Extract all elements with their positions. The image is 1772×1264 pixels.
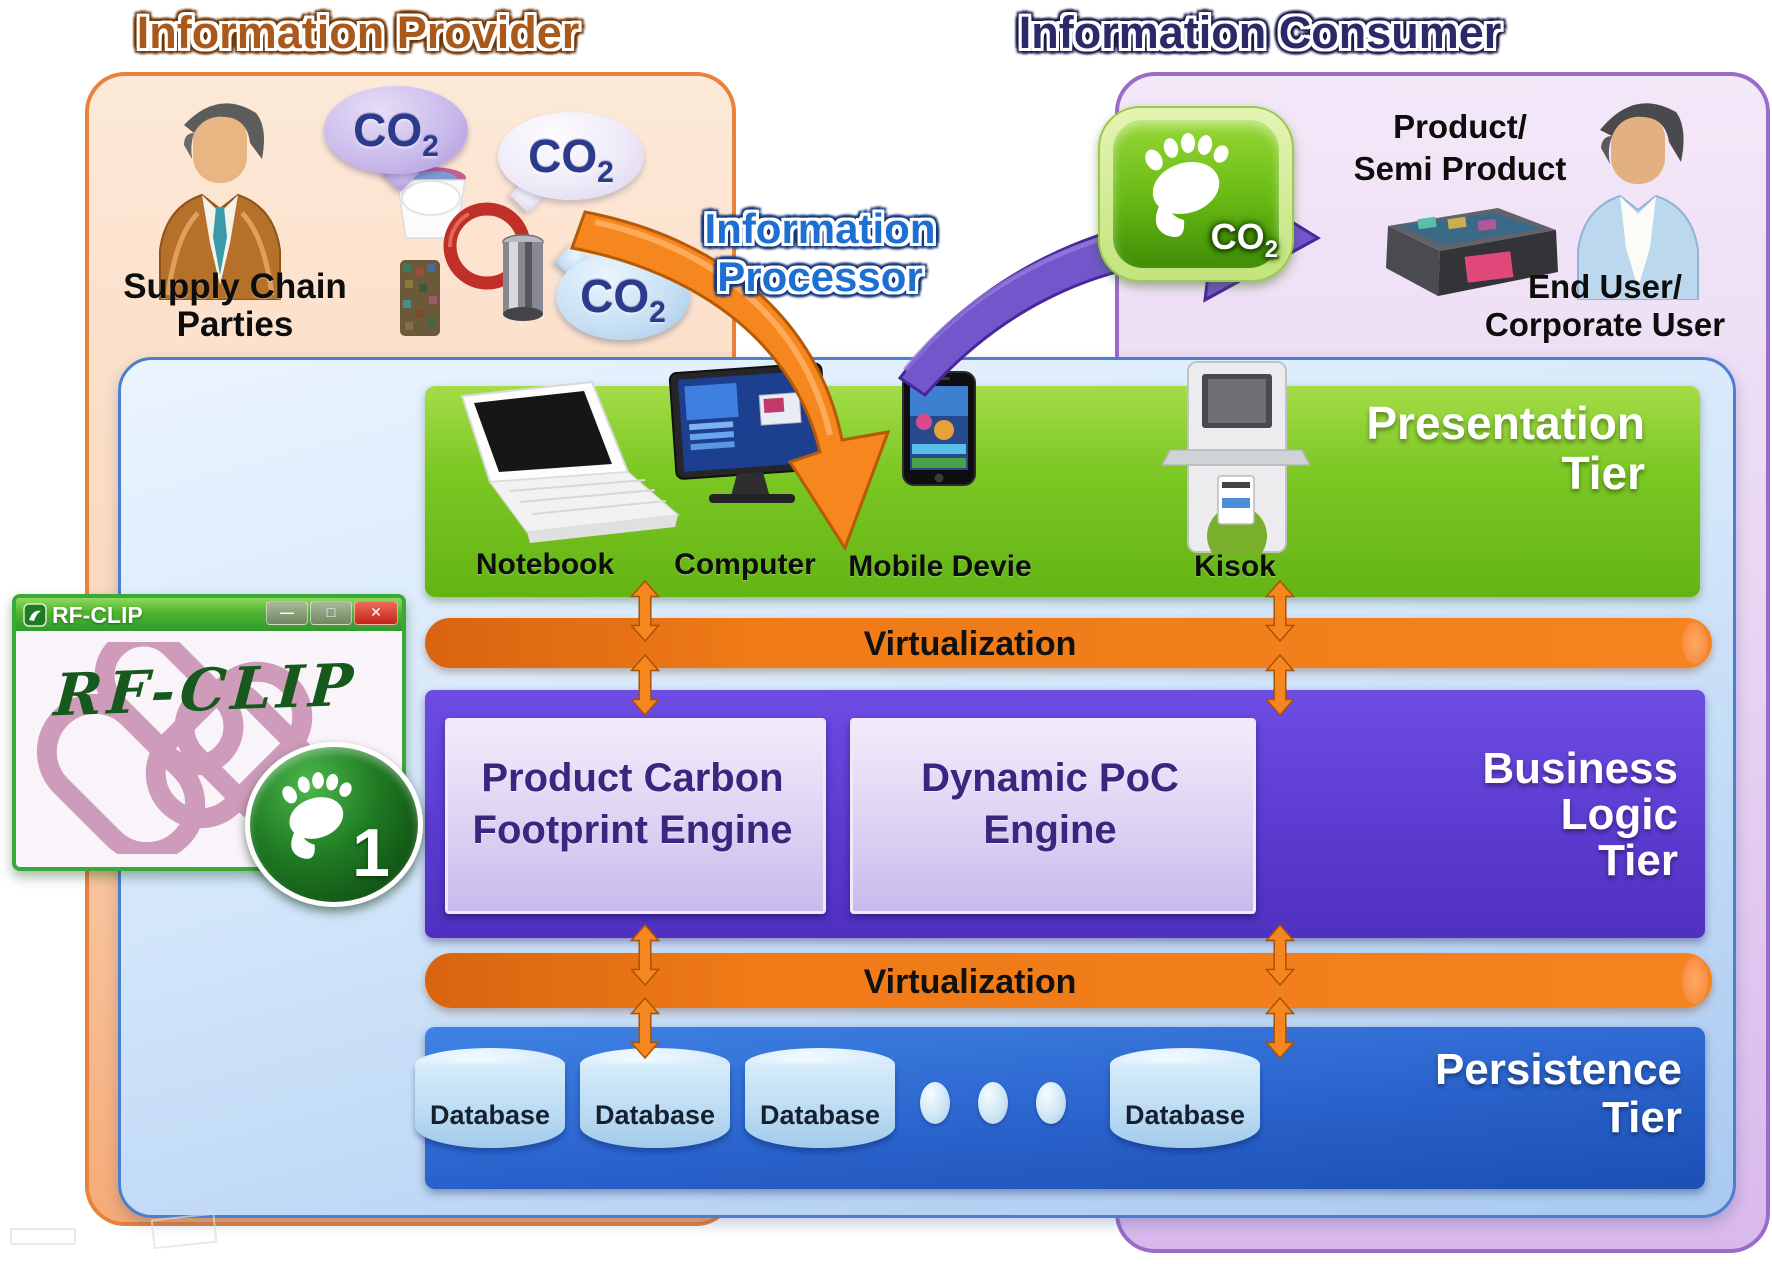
business-line3: Tier	[1598, 836, 1678, 885]
double-arrow-icon	[630, 654, 660, 716]
engine1-line1: Product Carbon	[481, 756, 784, 800]
cylinder-body	[745, 1064, 895, 1148]
badge-number: 1	[352, 815, 390, 891]
supply-chain-parties-label: Supply Chain Parties	[95, 268, 375, 344]
virtualization-label-2: Virtualization	[863, 963, 1077, 1001]
business-logic-tier-label: Business Logic Tier	[1380, 746, 1678, 884]
co2-subscript: 2	[422, 130, 439, 164]
co2-text: CO	[353, 104, 423, 156]
co2-text: CO	[580, 270, 650, 322]
virtualization-label-1: Virtualization	[863, 625, 1077, 663]
supply-chain-line2: Parties	[176, 305, 294, 344]
minimize-button[interactable]: —	[266, 601, 308, 625]
co2-subscript: 2	[597, 156, 614, 190]
supply-chain-person-icon	[159, 103, 281, 300]
close-button[interactable]: ✕	[354, 601, 398, 625]
band-end-cap	[1682, 957, 1708, 1004]
faint-artifact-icon	[10, 1228, 76, 1245]
processor-title-line2: Processor	[717, 253, 923, 300]
co2-subscript: 2	[649, 296, 666, 330]
cylinder-body	[580, 1064, 730, 1148]
database-cylinder: Database	[745, 1048, 895, 1164]
user-label-line2: Corporate User	[1484, 306, 1726, 343]
database-label: Database	[1124, 1100, 1246, 1130]
kiosk-icon	[1160, 361, 1310, 556]
persistence-tier-label: Persistence Tier	[1330, 1046, 1682, 1142]
database-cylinder: Database	[1110, 1048, 1260, 1164]
double-arrow-icon	[630, 997, 660, 1059]
user-label-line1: End User/	[1527, 268, 1683, 305]
band-end-cap	[1682, 622, 1708, 664]
end-user-corporate-user-label: End User/ Corporate User	[1450, 268, 1760, 344]
device-label-notebook: Notebook	[475, 548, 615, 581]
ellipsis-dot	[1036, 1082, 1066, 1124]
engine1-line2: Footprint Engine	[472, 808, 793, 852]
end-user-person-icon	[1577, 103, 1699, 300]
rfclip-logo-text: RF-CLIP	[51, 650, 361, 730]
presentation-tier-line2: Tier	[1561, 447, 1645, 499]
product-box-image	[1386, 208, 1558, 296]
mobile-device-icon	[902, 371, 976, 486]
faint-artifact-icon	[150, 1212, 218, 1250]
product-label-line1: Product/	[1393, 108, 1527, 145]
engine2-line2: Engine	[983, 808, 1117, 852]
cylinder-body	[1110, 1064, 1260, 1148]
double-arrow-icon	[1265, 997, 1295, 1059]
product-semi-product-label: Product/ Semi Product	[1320, 106, 1600, 190]
engine1-label: Product Carbon Footprint Engine	[445, 752, 820, 856]
engine2-line1: Dynamic PoC	[921, 756, 1179, 800]
consumer-title: Information Consumer	[1018, 7, 1502, 58]
cylinder-body	[415, 1064, 565, 1148]
co2-text: CO	[528, 130, 598, 182]
device-label-mobile-device: Mobile Devie	[848, 550, 1032, 583]
product-carbon-footprint-engine-box	[445, 718, 826, 914]
supply-chain-line1: Supply Chain	[123, 267, 347, 306]
co2-bubble-purple: CO2	[324, 86, 468, 174]
business-line1: Business	[1482, 744, 1678, 793]
database-cylinder: Database	[415, 1048, 565, 1164]
rfclip-app-icon	[23, 603, 47, 627]
co2-bubble-white: CO2	[498, 112, 644, 200]
processor-title: Information Processor	[660, 205, 980, 301]
database-label: Database	[429, 1100, 551, 1130]
maximize-button[interactable]: □	[310, 601, 352, 625]
double-arrow-icon	[1265, 924, 1295, 986]
double-arrow-icon	[630, 580, 660, 642]
database-cylinder: Database	[580, 1048, 730, 1164]
double-arrow-icon	[630, 924, 660, 986]
rfclip-titlebar[interactable]: RF-CLIP — □ ✕	[16, 598, 402, 631]
persistence-line1: Persistence	[1434, 1045, 1682, 1094]
computer-icon	[668, 362, 829, 503]
device-label-computer: Computer	[674, 548, 816, 581]
device-label-kiosk: Kisok	[1194, 550, 1276, 583]
dynamic-poc-engine-box	[850, 718, 1256, 914]
footprint-badge: 1	[245, 742, 423, 907]
presentation-tier-label: Presentation Tier	[1345, 398, 1645, 498]
presentation-tier-line1: Presentation	[1366, 397, 1645, 449]
double-arrow-icon	[1265, 654, 1295, 716]
app-icon-co2-text: CO2	[1210, 215, 1278, 263]
rfclip-window-title: RF-CLIP	[52, 602, 143, 628]
ellipsis-dot	[920, 1082, 950, 1124]
business-line2: Logic	[1560, 790, 1678, 839]
engine2-label: Dynamic PoC Engine	[850, 752, 1250, 856]
footprint-icon	[282, 772, 352, 859]
database-label: Database	[594, 1100, 716, 1130]
footprint-icon	[1145, 133, 1229, 238]
persistence-line2: Tier	[1602, 1093, 1682, 1142]
database-label: Database	[759, 1100, 881, 1130]
provider-title: Information Provider	[136, 7, 580, 58]
co2-footprint-app-icon: CO2	[1098, 106, 1294, 282]
ellipsis-dot	[978, 1082, 1008, 1124]
processor-title-line1: Information	[704, 205, 936, 252]
double-arrow-icon	[1265, 580, 1295, 642]
product-label-line2: Semi Product	[1353, 150, 1567, 187]
